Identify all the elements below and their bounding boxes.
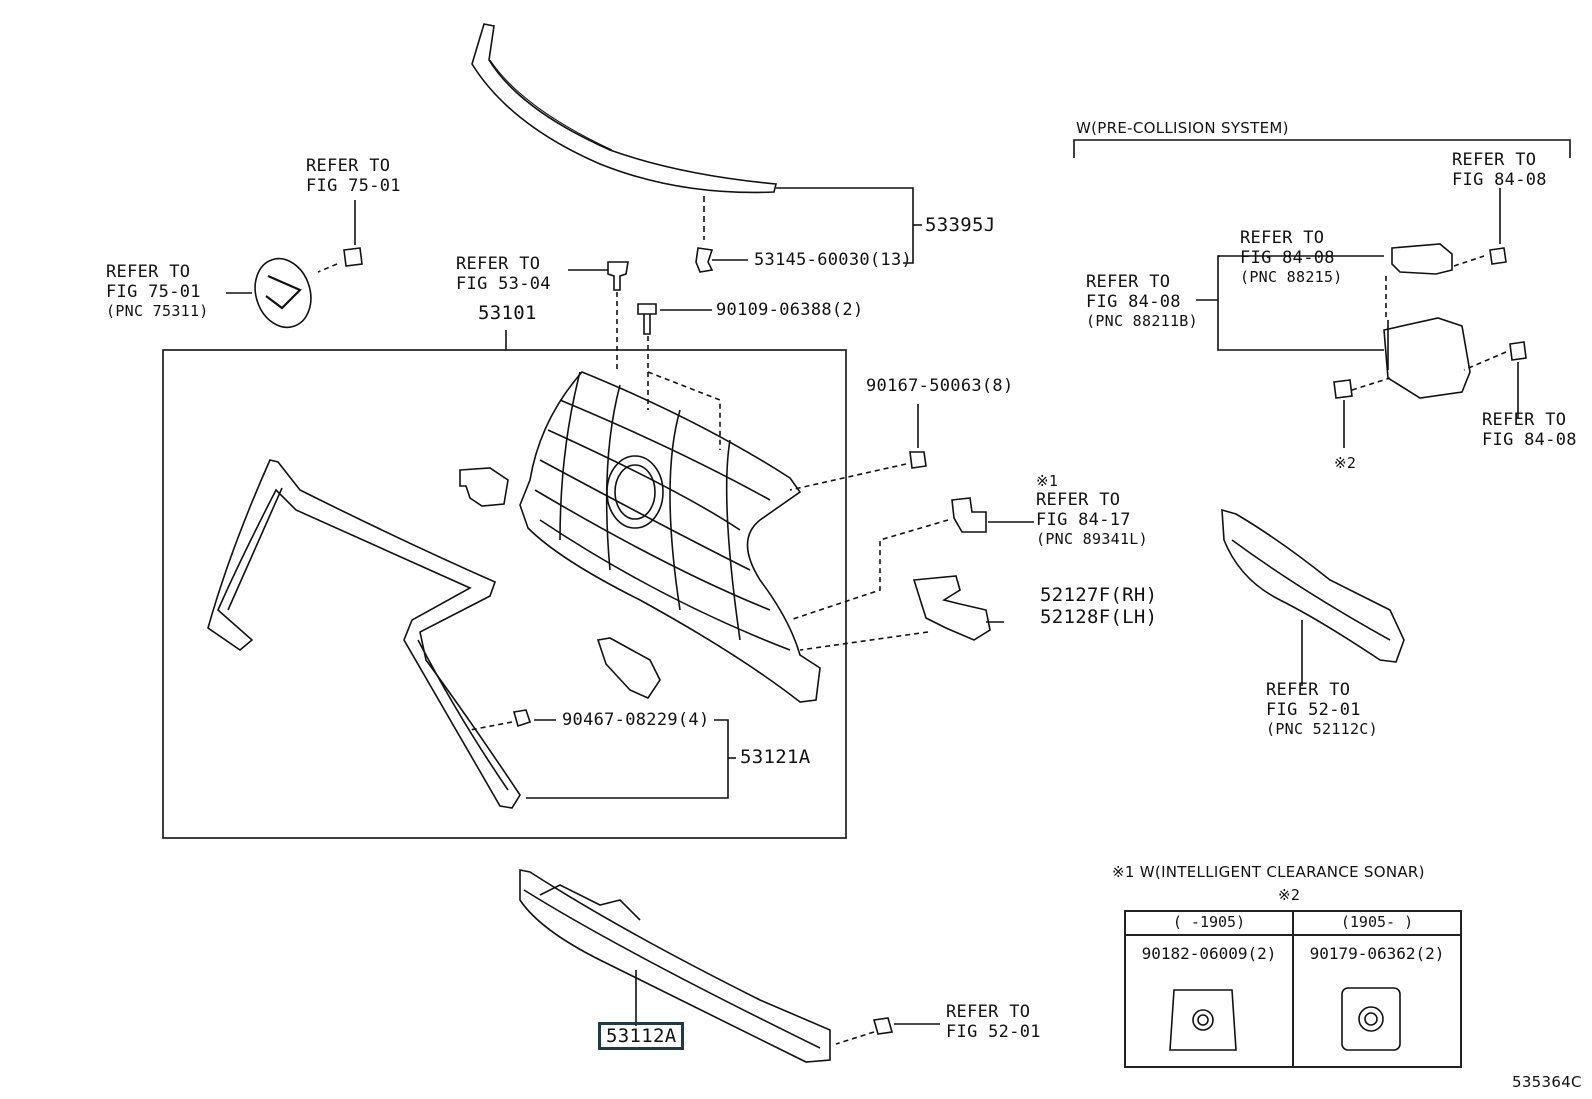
fig-ref[interactable]: FIG 53-04 [456,274,551,294]
part-53112a[interactable]: 53112A [598,1022,685,1050]
table-header-col2: (1905- ) [1292,910,1462,936]
ref-emblem-nut: REFER TO FIG 75-01 [306,156,401,196]
fig-ref[interactable]: FIG 84-08 [1482,430,1577,450]
pnc-ref: (PNC 88211B) [1086,312,1198,330]
clip-table: ( -1905) (1905- ) 90182-06009(2) 90179-0… [1124,910,1462,1068]
emblem [254,257,312,329]
ref-emblem: REFER TO FIG 75-01 (PNC 75311) [106,262,209,320]
bracket-lower [596,637,661,700]
part-53121a[interactable]: 53121A [740,746,811,768]
bracket-52127f [912,575,991,641]
part-53145[interactable]: 53145-60030(13) [754,250,913,270]
fig-ref[interactable]: FIG 84-17 [1036,510,1131,530]
section-pre-collision: W(PRE-COLLISION SYSTEM) [1076,119,1289,137]
part-53395j[interactable]: 53395J [925,214,996,236]
fig-ref[interactable]: FIG 84-08 [1452,170,1547,190]
grille-53101 [519,371,821,703]
refer-to-text: REFER TO [1266,680,1351,700]
bolt-84-08-b [1509,341,1527,361]
sensor-89341l [951,497,987,533]
refer-to-text: REFER TO [1482,410,1567,430]
pnc-ref: (PNC 52112C) [1266,720,1378,738]
bolt-90109 [637,303,657,335]
part-52128f-label[interactable]: 52128F(LH) [1040,606,1158,628]
fig-ref[interactable]: FIG 52-01 [1266,700,1361,720]
pnc-ref: (PNC 89341L) [1036,530,1148,548]
ref-clip-53-04: REFER TO FIG 53-04 [456,254,551,294]
clip-53145 [695,247,714,273]
illustration-id: 535364C [1512,1073,1582,1091]
refer-to-text: REFER TO [1452,150,1537,170]
refer-to-text: REFER TO [456,254,541,274]
table-header-col1: ( -1905) [1124,910,1294,936]
bolt-84-08-a [1489,247,1507,265]
pre-collision-bracket-line [1073,139,1571,158]
frame-53121a [207,459,521,809]
refer-to-text: REFER TO [106,262,191,282]
part-52127f: 52127F(RH) 52128F(LH) [1040,584,1157,628]
clip-52-01 [872,1017,894,1035]
clip-90467 [512,709,532,728]
ref-sensor-88211b: REFER TO FIG 84-08 (PNC 88211B) [1086,272,1198,330]
refer-to-text: REFER TO [1240,228,1325,248]
nut-mark2 [1333,379,1353,399]
lower-grille-53112a [519,869,831,1063]
fig-ref[interactable]: FIG 52-01 [946,1022,1041,1042]
fig-ref[interactable]: FIG 84-08 [1240,248,1335,268]
part-90109[interactable]: 90109-06388(2) [716,300,864,320]
table-cell-col2: 90179-06362(2) [1292,934,1462,1068]
table-cell-col1: 90182-06009(2) [1124,934,1294,1068]
note-mark-2: ※2 [1278,886,1301,904]
mark-1: ※1 [1036,472,1059,490]
part-90182[interactable]: 90182-06009(2) [1141,944,1277,963]
refer-to-text: REFER TO [306,156,391,176]
emblem-nut [343,247,363,267]
part-52127f-label[interactable]: 52127F(RH) [1040,584,1158,606]
part-53101[interactable]: 53101 [478,302,537,324]
ref-bolt-a: REFER TO FIG 84-08 [1452,150,1547,190]
ref-sonar: ※1 REFER TO FIG 84-17 (PNC 89341L) [1036,472,1148,548]
part-90467[interactable]: 90467-08229(4) [562,710,710,730]
ref-clip-52-01: REFER TO FIG 52-01 [946,1002,1041,1042]
ref-absorber: REFER TO FIG 52-01 (PNC 52112C) [1266,680,1378,738]
pnc-ref: (PNC 75311) [106,302,209,320]
mark-2-nut: ※2 [1334,454,1357,472]
upper-molding-53395j [471,23,778,194]
pnc-ref: (PNC 88215) [1240,268,1343,286]
ref-bolt-b: REFER TO FIG 84-08 [1482,410,1577,450]
radar-sensor [1383,317,1471,399]
assembly-box-53101 [162,349,847,839]
fig-ref[interactable]: FIG 84-08 [1086,292,1181,312]
bracket-left [459,467,509,507]
nut-90167 [909,451,927,469]
clip-53-04 [607,261,629,291]
fig-ref[interactable]: FIG 75-01 [306,176,401,196]
refer-to-text: REFER TO [1086,272,1171,292]
part-90167[interactable]: 90167-50063(8) [866,376,1014,396]
note-intelligent-sonar: ※1 W(INTELLIGENT CLEARANCE SONAR) [1112,863,1425,881]
fig-ref[interactable]: FIG 75-01 [106,282,201,302]
ref-bracket-88215: REFER TO FIG 84-08 (PNC 88215) [1240,228,1343,286]
absorber-52112c [1221,508,1405,663]
refer-to-text: REFER TO [946,1002,1031,1022]
part-90179[interactable]: 90179-06362(2) [1309,944,1445,963]
refer-to-text: REFER TO [1036,490,1121,510]
bracket-88215 [1391,243,1453,275]
